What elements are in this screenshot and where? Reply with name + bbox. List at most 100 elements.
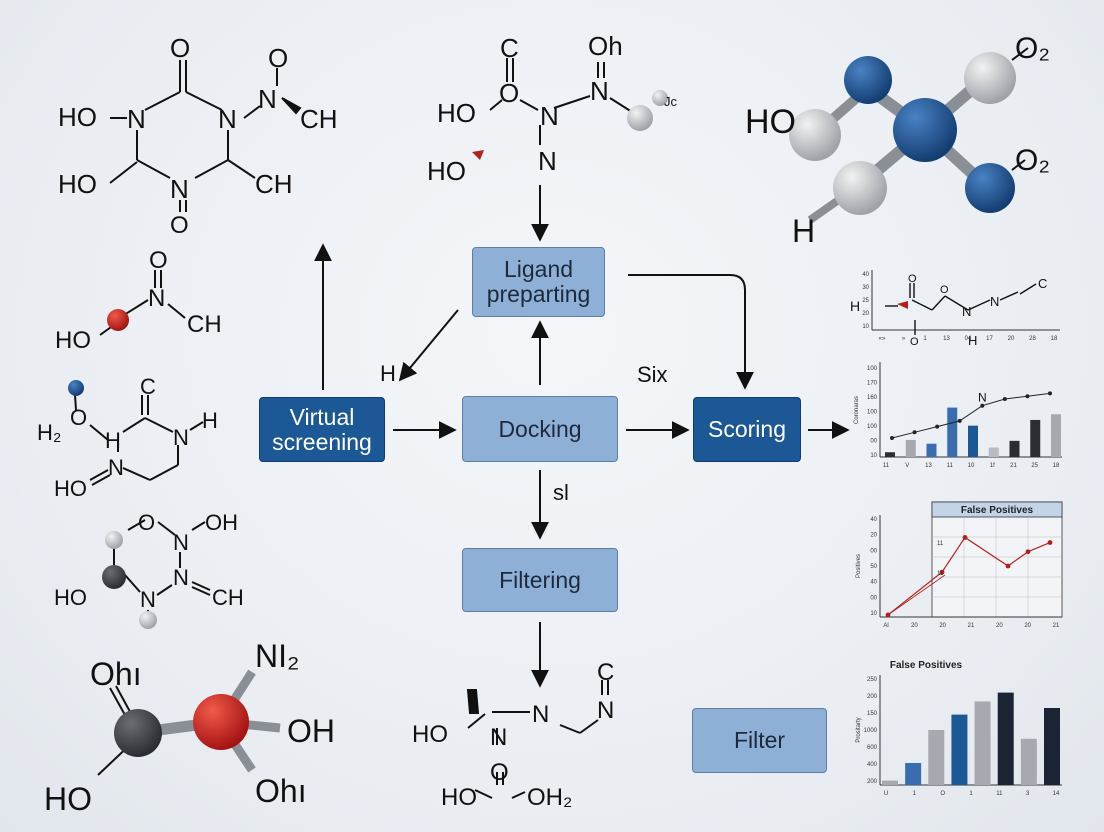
y-axis-label: Prositarty xyxy=(856,717,862,742)
bar xyxy=(905,439,916,457)
atom-label: Ohı xyxy=(255,773,307,809)
scoring-node[interactable]: Scoring xyxy=(693,397,801,462)
y-tick-label: 10 xyxy=(862,324,869,330)
y-tick-label: 100 xyxy=(867,366,878,372)
atom-label: N xyxy=(990,294,999,309)
virtual-screening-node[interactable]: Virtual screening xyxy=(259,397,385,462)
x-tick-label: 11 xyxy=(883,463,890,469)
molecule-ball-stick-labels: HO O₂ O₂ H xyxy=(745,32,1050,249)
bar xyxy=(1020,738,1037,785)
bar xyxy=(926,443,937,457)
bar xyxy=(1030,419,1041,457)
y-tick-label: 250 xyxy=(867,677,878,683)
y-tick-label: 150 xyxy=(867,711,878,717)
atom-label: C xyxy=(597,659,614,686)
y-tick-label: 100 xyxy=(867,424,878,430)
docking-node[interactable]: Docking xyxy=(462,396,618,462)
series-point xyxy=(1005,563,1011,569)
molecule-bottom-center xyxy=(466,680,609,799)
bar xyxy=(1051,414,1061,457)
x-tick-label: 21 xyxy=(1053,623,1060,629)
bar xyxy=(974,701,991,785)
atom-sphere xyxy=(627,105,653,131)
atom-label: N xyxy=(590,76,609,106)
atom-label: CH xyxy=(187,311,222,338)
bar xyxy=(997,692,1014,785)
x-tick-label: Al xyxy=(883,623,888,629)
series-line xyxy=(891,392,1051,439)
y-tick-label: 200 xyxy=(867,694,878,700)
atom-label: CH xyxy=(255,169,293,199)
atom-label: O xyxy=(490,759,509,786)
filter-node[interactable]: Filter xyxy=(692,708,827,773)
bar xyxy=(947,407,958,457)
x-tick-label: 20 xyxy=(996,623,1003,629)
atom-label: HO xyxy=(441,784,477,811)
y-tick-label: 30 xyxy=(862,285,869,291)
y-tick-label: 200 xyxy=(867,779,878,785)
atom-label: H xyxy=(105,428,121,453)
y-tick-label: 20 xyxy=(870,533,877,539)
chart-title: False Positives xyxy=(890,660,963,671)
atom-label: H xyxy=(792,213,815,249)
x-tick-label: 1f xyxy=(990,463,995,469)
molecule-triazine-labels: O HO N N O N CH HO N O CH xyxy=(58,33,338,239)
atom-label: HO xyxy=(412,721,448,748)
x-tick-label: 21 xyxy=(1010,463,1017,469)
y-tick-label: 10 xyxy=(870,453,877,459)
filtering-node[interactable]: Filtering xyxy=(462,548,618,612)
atom-label: HO xyxy=(58,169,97,199)
molecule-bottom-center-labels: HO N N C N O HO OH₂ xyxy=(412,659,614,811)
y-tick-label: 40 xyxy=(870,580,877,586)
series-line xyxy=(887,536,1051,616)
atom-label: N xyxy=(127,104,146,134)
ligand-preparation-node[interactable]: Ligand preparting xyxy=(472,247,605,317)
y-tick-label: 00 xyxy=(870,548,877,554)
atom-label: N xyxy=(540,101,559,131)
y-tick-label: 1000 xyxy=(864,728,878,734)
molecule-bottom-left-labels: Ohı NI₂ OH HO Ohı xyxy=(44,638,335,817)
atom-label: N xyxy=(148,285,165,312)
atom-label: N xyxy=(218,104,237,134)
series-point xyxy=(980,403,985,408)
bar xyxy=(928,730,945,785)
atom-label: HO xyxy=(44,781,92,817)
y-tick-label: 00 xyxy=(870,595,877,601)
y-tick-label: 170 xyxy=(867,381,878,387)
series-point xyxy=(890,436,894,440)
atom-label: O xyxy=(138,510,155,535)
atom-label: C xyxy=(500,33,519,63)
y-tick-label: 40 xyxy=(862,272,869,278)
mini-structure-chart: H O O N N C O H xyxy=(850,270,1060,348)
atom-sphere xyxy=(105,531,123,549)
bar xyxy=(882,780,898,785)
x-tick-label: U xyxy=(884,791,888,797)
atom-label: N xyxy=(490,724,507,751)
y-tick-label: 20 xyxy=(862,311,869,317)
atom-label: N xyxy=(173,425,189,450)
molecule-oxadiazine-labels: O N OH N HO N CH xyxy=(54,510,244,612)
atom-label: N xyxy=(538,146,557,176)
x-tick-label: 18 xyxy=(1051,336,1058,342)
x-tick-label: 20 xyxy=(911,623,918,629)
bar xyxy=(968,425,978,457)
x-tick-label: 11 xyxy=(996,791,1003,797)
atom-label: H₂ xyxy=(37,420,61,445)
atom-label: N xyxy=(173,565,189,590)
y-tick-label: 10 xyxy=(870,611,877,617)
atom-label: H xyxy=(968,333,977,348)
arrow-ligand-to-h xyxy=(398,309,459,382)
x-tick-label: 20 xyxy=(1024,623,1031,629)
atom-label: N xyxy=(962,304,971,319)
bar xyxy=(1009,440,1020,457)
x-tick-label: 1 xyxy=(969,791,973,797)
molecule-oxadiazine xyxy=(113,519,211,615)
series-point xyxy=(1048,391,1052,396)
atom-label: O xyxy=(70,405,87,430)
x-tick-label: 21 xyxy=(968,623,975,629)
atom-label: N xyxy=(140,587,156,612)
atom-label: O xyxy=(910,336,919,348)
annotation: 11 xyxy=(937,541,944,547)
